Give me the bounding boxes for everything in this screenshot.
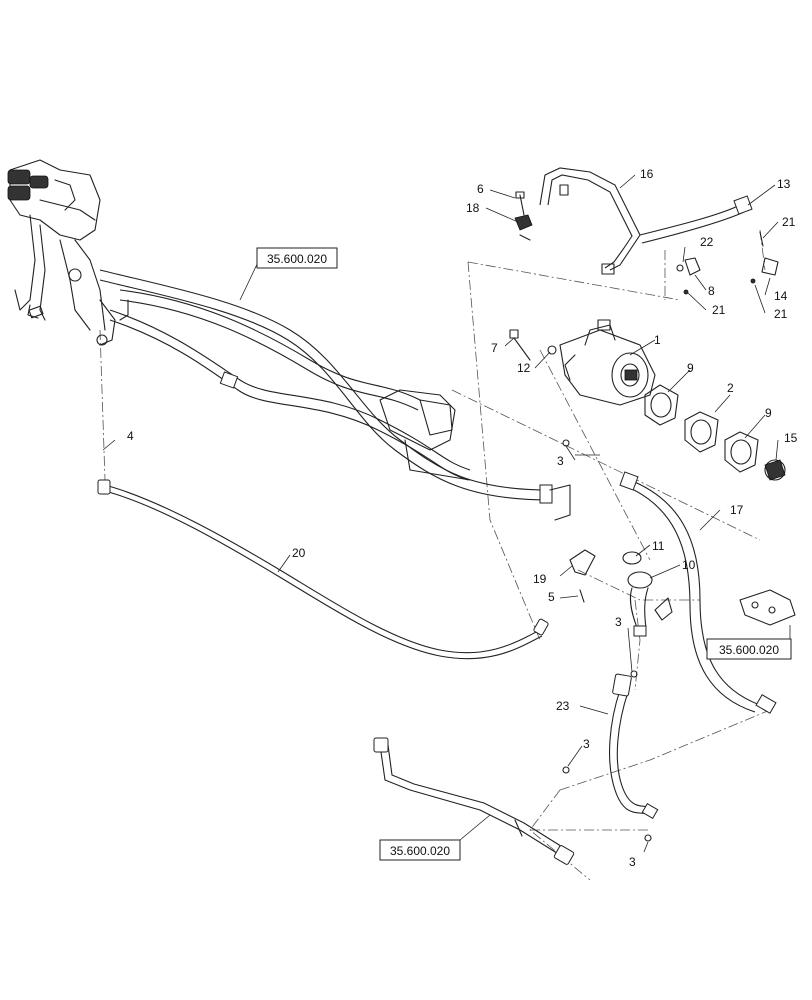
callout-2: 2 bbox=[727, 381, 734, 395]
hose-23 bbox=[609, 673, 659, 820]
callout-18: 18 bbox=[466, 201, 480, 215]
main-hose-bundle bbox=[99, 269, 553, 504]
callout-17: 17 bbox=[730, 503, 744, 517]
fasteners-7-12 bbox=[509, 329, 557, 361]
callout-21: 21 bbox=[712, 303, 726, 317]
callout-1: 1 bbox=[654, 333, 661, 347]
hose-17 bbox=[619, 471, 777, 714]
cap-15 bbox=[764, 459, 786, 481]
callout-13: 13 bbox=[777, 177, 791, 191]
fitting-14-21 bbox=[683, 231, 779, 295]
callout-20: 20 bbox=[292, 546, 306, 560]
callout-7: 7 bbox=[491, 341, 498, 355]
ref-label-bottom: 35.600.020 bbox=[390, 844, 450, 858]
elbow-10-11-19 bbox=[569, 549, 673, 637]
callout-8: 8 bbox=[708, 284, 715, 298]
callout-21: 21 bbox=[774, 307, 788, 321]
callout-3: 3 bbox=[583, 737, 590, 751]
callout-23: 23 bbox=[556, 699, 570, 713]
callout-14: 14 bbox=[774, 289, 788, 303]
callout-22: 22 bbox=[700, 235, 714, 249]
control-valve-block bbox=[7, 159, 116, 346]
fitting-8-22 bbox=[676, 257, 701, 276]
callout-6: 6 bbox=[477, 182, 484, 196]
gaskets bbox=[644, 384, 759, 473]
callout-16: 16 bbox=[640, 167, 654, 181]
hydraulic-pump bbox=[559, 319, 656, 406]
callout-12: 12 bbox=[517, 361, 531, 375]
tube-bottom bbox=[373, 737, 575, 865]
callout-4: 4 bbox=[127, 429, 134, 443]
callout-5: 5 bbox=[548, 590, 555, 604]
reference-boxes: 35.600.020 35.600.020 35.600.020 bbox=[239, 247, 792, 861]
callout-11: 11 bbox=[652, 539, 665, 553]
alignment-lines bbox=[99, 229, 771, 881]
fasteners-6-18 bbox=[514, 191, 533, 231]
right-bracket bbox=[739, 589, 796, 626]
callout-15: 15 bbox=[784, 431, 798, 445]
o-rings-3 bbox=[562, 439, 652, 842]
hose-13 bbox=[639, 195, 753, 244]
ref-label-top: 35.600.020 bbox=[267, 252, 327, 266]
callout-21: 21 bbox=[782, 215, 796, 229]
frame-bracket bbox=[379, 389, 571, 521]
callout-3: 3 bbox=[629, 855, 636, 869]
leader-lines bbox=[102, 174, 779, 853]
callout-9: 9 bbox=[765, 406, 772, 420]
callout-labels: 1 2 3 3 3 3 4 5 6 7 8 9 9 10 11 12 13 14… bbox=[127, 167, 798, 869]
tube-16 bbox=[519, 167, 641, 275]
hose-20 bbox=[97, 479, 549, 660]
ref-label-right: 35.600.020 bbox=[719, 643, 779, 657]
callout-3: 3 bbox=[557, 454, 564, 468]
callout-19: 19 bbox=[533, 572, 547, 586]
callout-9: 9 bbox=[687, 361, 694, 375]
callout-3: 3 bbox=[615, 615, 622, 629]
callout-10: 10 bbox=[682, 558, 696, 572]
